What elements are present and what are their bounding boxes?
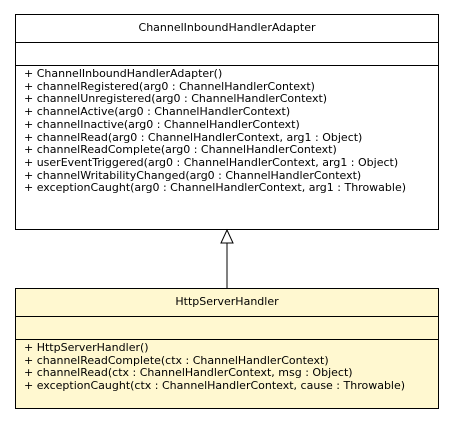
class-box-channel-inbound-handler-adapter[interactable]: ChannelInboundHandlerAdapter + ChannelIn… bbox=[15, 14, 439, 230]
operations-compartment: + ChannelInboundHandlerAdapter() + chann… bbox=[16, 66, 438, 195]
operation: + exceptionCaught(arg0 : ChannelHandlerC… bbox=[24, 181, 407, 195]
attributes-compartment bbox=[16, 43, 438, 66]
operation: + channelRead(arg0 : ChannelHandlerConte… bbox=[24, 130, 363, 144]
class-name: ChannelInboundHandlerAdapter bbox=[16, 15, 438, 43]
operation: + userEventTriggered(arg0 : ChannelHandl… bbox=[24, 155, 399, 169]
operation: + channelReadComplete(ctx : ChannelHandl… bbox=[24, 353, 329, 367]
class-box-http-server-handler[interactable]: HttpServerHandler + HttpServerHandler() … bbox=[15, 288, 439, 409]
operation: + HttpServerHandler() bbox=[24, 341, 149, 354]
class-name: HttpServerHandler bbox=[16, 289, 438, 317]
generalization-arrowhead bbox=[220, 228, 234, 244]
operation: + channelActive(arg0 : ChannelHandlerCon… bbox=[24, 105, 291, 119]
operation: + channelInactive(arg0 : ChannelHandlerC… bbox=[24, 117, 300, 131]
attributes-compartment bbox=[16, 317, 438, 340]
operations-compartment: + HttpServerHandler() + channelReadCompl… bbox=[16, 340, 438, 393]
operation: + channelRegistered(arg0 : ChannelHandle… bbox=[24, 79, 315, 93]
operation: + channelRead(ctx : ChannelHandlerContex… bbox=[24, 366, 353, 380]
operation: + channelWritabilityChanged(arg0 : Chann… bbox=[24, 168, 362, 182]
operation: + channelReadComplete(arg0 : ChannelHand… bbox=[24, 143, 337, 157]
operation: + ChannelInboundHandlerAdapter() bbox=[24, 67, 223, 80]
operation: + exceptionCaught(ctx : ChannelHandlerCo… bbox=[24, 379, 406, 393]
operation: + channelUnregistered(arg0 : ChannelHand… bbox=[24, 92, 328, 106]
